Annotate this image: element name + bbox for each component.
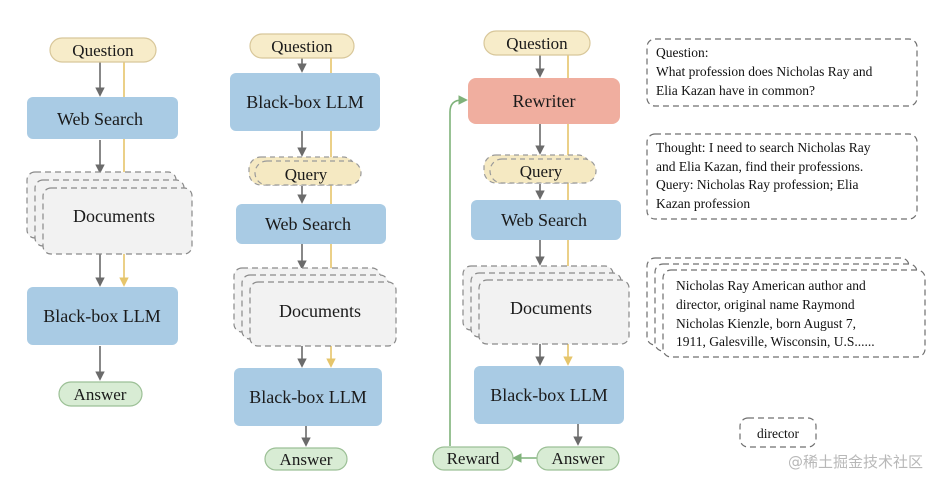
p1-web-search-label: Web Search: [57, 109, 143, 129]
p3-reward-label: Reward: [447, 449, 500, 468]
pipeline-3: Question Rewriter Query Web Search Docum…: [432, 30, 630, 471]
p2-query-label: Query: [285, 165, 328, 184]
p3-question-node: Question: [483, 30, 591, 56]
p3-query-label: Query: [520, 162, 563, 181]
question-example-line: Question:: [656, 45, 709, 60]
p2-web-search-node: Web Search: [236, 204, 386, 244]
p1-web-search-node: Web Search: [27, 97, 178, 139]
p3-web-search-label: Web Search: [501, 210, 587, 230]
p1-question-label: Question: [72, 41, 134, 60]
p2-answer-label: Answer: [280, 450, 333, 469]
p3-reward-node: Reward: [432, 446, 514, 471]
p3-llm-node: Black-box LLM: [474, 366, 624, 424]
p2-llm-top-label: Black-box LLM: [246, 92, 363, 112]
thought-example-line: Kazan profession: [656, 196, 750, 211]
pipeline-1: Question Web Search Documents Black-box …: [26, 37, 193, 407]
p3-documents-node: Documents: [462, 265, 630, 345]
p2-question-node: Question: [249, 33, 355, 59]
p3-answer-label: Answer: [552, 449, 605, 468]
document-example-line: director, original name Raymond: [676, 297, 855, 312]
pipeline-2: Question Black-box LLM Query Web Search …: [230, 33, 397, 471]
p2-documents-node: Documents: [233, 267, 397, 347]
thought-example-line: Query: Nicholas Ray profession; Elia: [656, 177, 858, 192]
p2-llm-top-node: Black-box LLM: [230, 73, 380, 131]
example-panels: Question: What profession does Nicholas …: [646, 38, 926, 448]
answer-example-box: director: [739, 417, 817, 448]
p3-documents-label: Documents: [510, 298, 592, 318]
p1-answer-label: Answer: [74, 385, 127, 404]
arrow-p3-reward-rewriter: [449, 95, 468, 446]
p3-llm-label: Black-box LLM: [490, 385, 607, 405]
question-example-box: Question: What profession does Nicholas …: [646, 38, 918, 107]
p2-llm-label: Black-box LLM: [249, 387, 366, 407]
thought-example-line: Thought: I need to search Nicholas Ray: [656, 140, 871, 155]
document-example-line: Nicholas Ray American author and: [676, 278, 866, 293]
p3-rewriter-label: Rewriter: [513, 91, 576, 111]
p1-question-node: Question: [49, 37, 157, 63]
p3-query-node: Query: [483, 154, 597, 184]
p3-web-search-node: Web Search: [471, 200, 621, 240]
watermark-text: @稀土掘金技术社区: [788, 453, 923, 471]
p1-llm-label: Black-box LLM: [43, 306, 160, 326]
p2-documents-label: Documents: [279, 301, 361, 321]
document-example-line: 1911, Galesville, Wisconsin, U.S......: [676, 334, 875, 349]
answer-example-text: director: [757, 426, 799, 441]
thought-example-box: Thought: I need to search Nicholas Ray a…: [646, 133, 918, 220]
question-example-line: What profession does Nicholas Ray and: [656, 64, 873, 79]
p1-documents-node: Documents: [26, 171, 193, 255]
thought-example-line: and Elia Kazan, find their professions.: [656, 159, 863, 174]
p3-answer-node: Answer: [536, 446, 620, 471]
p2-answer-node: Answer: [264, 447, 348, 471]
question-example-line: Elia Kazan have in common?: [656, 83, 815, 98]
p3-question-label: Question: [506, 34, 568, 53]
p2-web-search-label: Web Search: [265, 214, 351, 234]
p1-documents-label: Documents: [73, 206, 155, 226]
p2-query-node: Query: [248, 156, 362, 186]
p2-llm-node: Black-box LLM: [234, 368, 382, 426]
p1-answer-node: Answer: [58, 381, 143, 407]
p1-llm-node: Black-box LLM: [27, 287, 178, 345]
document-example-line: Nicholas Kienzle, born August 7,: [676, 316, 856, 331]
documents-example-box: Nicholas Ray American author and directo…: [646, 257, 926, 358]
p2-question-label: Question: [271, 37, 333, 56]
p3-rewriter-node: Rewriter: [468, 78, 620, 124]
